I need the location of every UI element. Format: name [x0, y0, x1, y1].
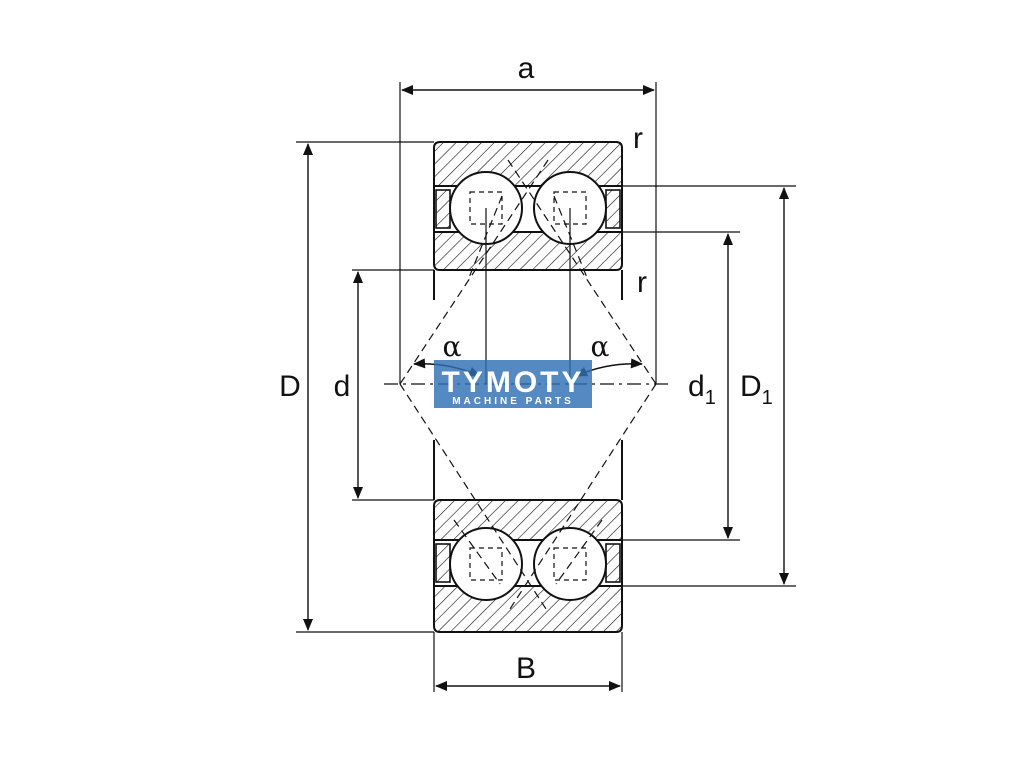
lower-section [433, 499, 623, 633]
label-D1-main: D [740, 370, 762, 403]
outer-ring-bottom [433, 585, 623, 633]
label-D: D [279, 370, 301, 403]
label-d: d [334, 370, 351, 403]
watermark-subtitle: MACHINE PARTS [452, 396, 574, 407]
watermark: TYMOTY MACHINE PARTS [434, 360, 592, 408]
upper-section [433, 141, 623, 271]
label-D1: D1 [740, 370, 773, 409]
extension-lines [296, 82, 796, 692]
label-D1-sub: 1 [762, 387, 773, 409]
label-r-top: r [633, 122, 643, 155]
label-alpha-right: α [591, 330, 610, 363]
watermark-background [434, 360, 592, 408]
label-alpha-left: α [443, 330, 462, 363]
outer-ring-top [433, 141, 623, 187]
label-d1: d1 [688, 370, 716, 409]
contact-lines [399, 159, 657, 613]
label-r-mid: r [637, 266, 647, 299]
label-a: a [518, 52, 535, 85]
label-B: B [516, 652, 536, 685]
dimension-lines [303, 85, 789, 691]
watermark-title: TYMOTY [442, 366, 585, 399]
inner-ring-bottom [433, 499, 623, 541]
inner-ring-top [433, 231, 623, 271]
labels: a r r α α D d d1 D1 B [279, 52, 773, 685]
label-d1-main: d [688, 370, 705, 403]
label-d1-sub: 1 [705, 387, 716, 409]
